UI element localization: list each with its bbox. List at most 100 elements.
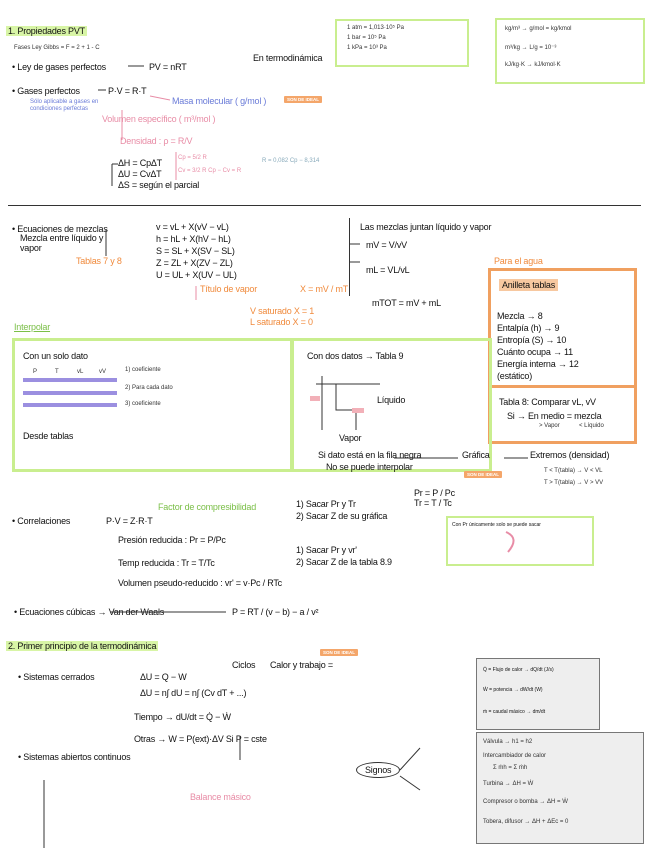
vdw: P = RT / (v − b) − a / v² <box>232 607 319 617</box>
step-s2: 2) Sacar Z de su gráfica <box>296 511 388 521</box>
cv-value: Cv = 3/2 R Cp − Cv = R <box>178 168 242 174</box>
ideal-badge: SON DE IDEAL <box>320 649 359 656</box>
ext-2: T > T(tabla) → V > VV <box>544 480 604 486</box>
tables-box: Anilleta tablas Mezcla → 8 Entalpía (h) … <box>488 268 637 444</box>
units-line: 1 bar = 10⁵ Pa <box>347 35 386 41</box>
device: Válvula → h1 = h2 <box>483 739 533 745</box>
tabla8-sub: Si → En medio = mezcla <box>507 411 602 421</box>
flow-def: ṁ = caudal másico → dm/dt <box>483 709 546 715</box>
cubicas: • Ecuaciones cúbicas → Van der Waals <box>14 607 165 617</box>
vapor-label: Vapor <box>339 433 362 443</box>
no-interpolar: No se puede interpolar <box>326 462 413 472</box>
device: Tobera, difusor → ΔH + ΔEc = 0 <box>483 819 569 825</box>
mix-eq: S = SL + X(SV − SL) <box>156 246 235 256</box>
sat-l: L saturado X = 0 <box>250 317 313 327</box>
row-highlight <box>23 403 117 407</box>
sat-v: V saturado X = 1 <box>250 306 315 316</box>
du-q-w: ΔU = Q − W <box>140 672 187 682</box>
liquido-label: Líquido <box>377 395 406 405</box>
calor-trabajo: Calor y trabajo = <box>270 660 333 670</box>
step-s1: 1) Sacar Pr y Tr <box>296 499 356 509</box>
m-tot: mTOT = mV + mL <box>372 298 441 308</box>
conversion-line: kg/m³ → g/mol = kg/kmol <box>505 26 572 32</box>
row-highlight <box>23 391 117 395</box>
tbl-h: vL <box>77 369 84 375</box>
du-integral: ΔU = n∫ dU = n∫ (Cv dT + ...) <box>140 688 247 698</box>
units-box: 1 atm = 1,013·10⁵ Pa 1 bar = 10⁵ Pa 1 kP… <box>335 19 469 67</box>
delta-h: ΔH = CpΔT <box>118 158 162 168</box>
mix-title: Las mezclas juntan líquido y vapor <box>360 222 492 232</box>
otras: Otras → W = P(ext)·ΔV Si P = cste <box>134 734 267 744</box>
masa-molecular: Masa molecular ( g/mol ) <box>172 96 267 106</box>
single-title: Con un solo dato <box>23 351 88 361</box>
pv-zrt: P·V = Z·R·T <box>106 516 153 526</box>
step-2: 2) Para cada dato <box>125 385 173 391</box>
step-1: 1) coeficiente <box>125 367 161 373</box>
row-highlight <box>23 378 117 382</box>
balance-masico: Balance másico <box>190 792 251 802</box>
conversion-line: kJ/kg·K → kJ/kmol·K <box>505 62 561 68</box>
mix-eq: h = hL + X(hV − hL) <box>156 234 231 244</box>
vertical-divider <box>349 218 350 296</box>
tables-box-divider <box>491 385 634 388</box>
flow-def: Ẇ = potencia → dW/dt (W) <box>483 687 543 693</box>
units-line: 1 atm = 1,013·10⁵ Pa <box>347 25 405 31</box>
signos: Signos <box>356 762 401 778</box>
two-title: Con dos datos → Tabla 9 <box>307 351 404 361</box>
step-s4: 2) Sacar Z de la tabla 8.9 <box>296 557 392 567</box>
ideal-gas-law-label: • Ley de gases perfectos <box>12 62 106 72</box>
extremos: Extremos (densidad) <box>530 450 610 460</box>
tabla8-vapor: > Vapor <box>539 423 560 429</box>
sistemas-abiertos: • Sistemas abiertos continuos <box>18 752 131 762</box>
delta-s: ΔS = según el parcial <box>118 180 200 190</box>
ideal-badge: SON DE IDEAL <box>464 471 503 478</box>
section-2-title: 2. Primer principio de la termodinámica <box>6 641 159 651</box>
interp-two-box: Con dos datos → Tabla 9 Líquido Vapor <box>290 338 492 472</box>
factor-compresibilidad: Factor de compresibilidad <box>158 502 257 512</box>
grafica: Gráfica <box>462 450 490 460</box>
gases-perfectos: • Gases perfectos <box>12 86 80 96</box>
r-values: R = 0,082 Cp − 8,314 <box>262 158 320 164</box>
sistemas-cerrados: • Sistemas cerrados <box>18 672 95 682</box>
step-3: 3) coeficiente <box>125 401 161 407</box>
pc-note: Con Pr únicamente solo se puede sacar <box>452 522 541 528</box>
mix-eq: Z = ZL + X(ZV − ZL) <box>156 258 233 268</box>
mixtures-sub: Mezcla entre líquido y vapor <box>20 233 104 253</box>
section-1-title: 1. Propiedades PVT <box>6 26 87 36</box>
m-v: mV = V/vV <box>366 240 407 250</box>
note-ideal: Sólo aplicable a gases en condiciones pe… <box>30 99 99 112</box>
device: Intercambiador de calor <box>483 753 547 759</box>
tabla8-liquido: < Líquido <box>579 423 604 429</box>
flow-def: Q̇ = Flujo de calor → dQ/dt (J/s) <box>483 667 554 673</box>
volumen-especifico: Volumen específico ( m³/mol ) <box>102 114 216 124</box>
ext-1: T < T(tabla) → V < VL <box>544 468 603 474</box>
conversion-line: m³/kg → L/g = 10⁻³ <box>505 45 557 51</box>
m-l: mL = VL/vL <box>366 265 410 275</box>
mixtures-title: • Ecuaciones de mezclas <box>12 224 108 234</box>
tables-7-8: Tablas 7 y 8 <box>76 256 122 266</box>
units-line: 1 kPa = 10³ Pa <box>347 45 387 51</box>
tables-box-title: Anilleta tablas <box>499 279 559 291</box>
phase-rule: Fases Ley Gibbs = F = 2 + 1 - C <box>14 45 100 51</box>
tables-row: Cuánto ocupa → 11 <box>497 347 573 357</box>
section-divider <box>8 205 641 206</box>
tables-row: (estático) <box>497 371 533 381</box>
devices-box: Válvula → h1 = h2 Intercambiador de calo… <box>476 732 644 844</box>
p-v-rt: P·V = R·T <box>108 86 147 96</box>
mix-eq: U = UL + X(UV − UL) <box>156 270 237 280</box>
tiempo: Tiempo → dU/dt = Q̇ − Ẇ <box>134 712 231 722</box>
tables-row: Entalpía (h) → 9 <box>497 323 560 333</box>
tabla8: Tabla 8: Comparar vL, vV <box>499 397 596 407</box>
titulo-vapor: Título de vapor <box>200 284 258 294</box>
cp-value: Cp = 5/2 R <box>178 155 207 161</box>
note-fila: Si dato está en la fila negra <box>318 450 422 460</box>
temp-reducida: Temp reducida : Tr = T/Tc <box>118 558 215 568</box>
para-agua: Para el agua <box>494 256 543 266</box>
tbl-h: P <box>33 369 38 375</box>
pc-note-box: Con Pr únicamente solo se puede sacar <box>446 516 594 566</box>
conversion-box: kg/m³ → g/mol = kg/kmol m³/kg → L/g = 10… <box>495 18 645 84</box>
ideal-badge: SON DE IDEAL <box>284 96 323 103</box>
delta-u: ΔU = CvΔT <box>118 169 162 179</box>
densidad: Densidad : ρ = R/V <box>120 136 193 146</box>
